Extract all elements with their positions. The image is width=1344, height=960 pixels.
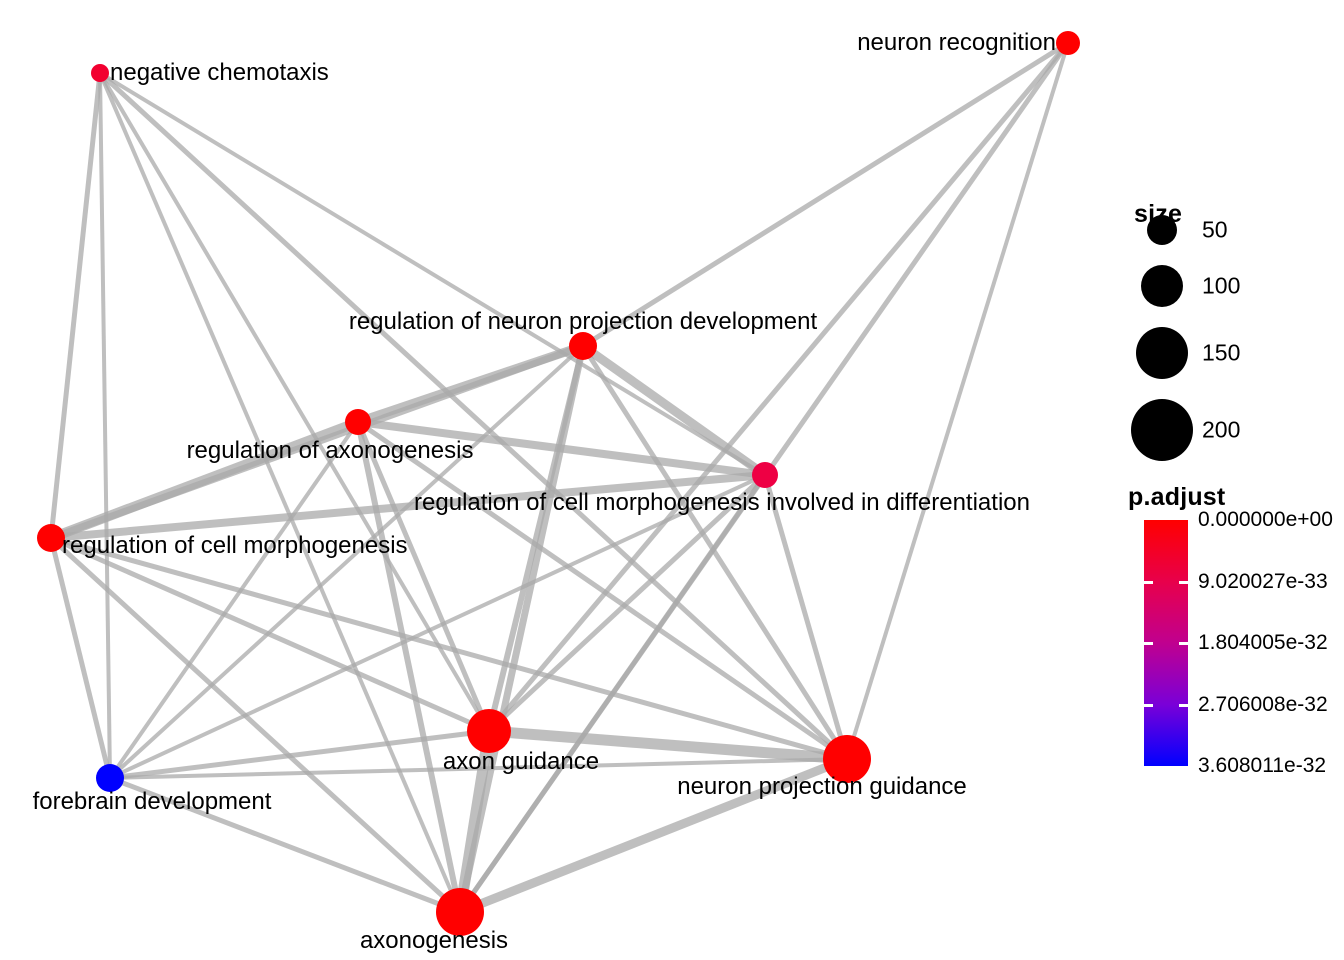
size-legend-label: 100: [1202, 272, 1241, 299]
node-layer: [37, 31, 1080, 936]
node-label-regulation-of-cell-morphogenesis-involved-in-differentiation: regulation of cell morphogenesis involve…: [414, 489, 1030, 516]
network-edge: [48, 72, 103, 539]
network-edge: [458, 754, 849, 917]
network-node-forebrain-development[interactable]: [96, 764, 124, 792]
colorbar-tick: [1144, 580, 1153, 584]
colorbar-tick-label: 9.020027e-33: [1198, 569, 1328, 593]
network-edge: [355, 421, 492, 732]
network-edge: [487, 41, 1070, 733]
network-edge: [356, 419, 849, 762]
network-edge: [580, 344, 850, 761]
node-label-neuron-projection-guidance: neuron projection guidance: [677, 773, 967, 800]
node-label-neuron-recognition: neuron recognition: [857, 29, 1056, 56]
network-edge: [109, 757, 848, 780]
size-legend-dot: [1136, 327, 1188, 379]
network-edge: [454, 730, 495, 913]
network-edge: [487, 473, 767, 733]
network-edge: [845, 42, 1070, 760]
size-legend-label: 150: [1202, 339, 1241, 366]
network-edge: [581, 40, 1070, 349]
network-edge: [98, 71, 491, 733]
network-node-regulation-of-cell-morphogenesis[interactable]: [37, 524, 65, 552]
network-edge: [355, 421, 463, 913]
network-edge: [580, 342, 768, 479]
colorbar-tick-label: 2.706008e-32: [1198, 692, 1328, 716]
network-edge: [488, 725, 848, 765]
network-node-axon-guidance[interactable]: [467, 709, 511, 753]
node-label-regulation-of-neuron-projection-development: regulation of neuron projection developm…: [348, 308, 818, 335]
colorbar-tick: [1179, 642, 1188, 645]
padjust-legend-title: p.adjust: [1128, 483, 1226, 511]
size-legend-dot: [1131, 399, 1193, 461]
size-legend-dot: [1141, 265, 1183, 307]
network-edge: [357, 418, 766, 479]
network-edge: [98, 71, 767, 477]
network-edge: [762, 474, 850, 760]
network-edge: [98, 72, 112, 779]
colorbar-tick-label: 3.608011e-32: [1198, 754, 1327, 777]
network-edge: [108, 420, 360, 780]
network-edge: [49, 536, 462, 914]
node-label-axon-guidance: axon guidance: [442, 748, 600, 775]
network-node-negative-chemotaxis[interactable]: [91, 64, 109, 82]
network-edge: [98, 72, 462, 913]
network-edge: [49, 535, 491, 734]
colorbar-tick: [1179, 703, 1188, 707]
network-edge: [98, 71, 849, 761]
edge-layer: [48, 40, 1071, 917]
node-label-axonogenesis: axonogenesis: [359, 927, 509, 954]
network-edge: [109, 473, 766, 780]
network-node-regulation-of-cell-morphogenesis-involved-in-differentiation[interactable]: [752, 462, 778, 488]
network-edge: [109, 728, 490, 781]
colorbar-tick: [1144, 642, 1153, 645]
node-label-forebrain-development: forebrain development: [32, 788, 272, 815]
network-edge: [108, 344, 585, 780]
network-node-regulation-of-axonogenesis[interactable]: [345, 409, 371, 435]
network-edge: [49, 417, 360, 543]
node-label-regulation-of-axonogenesis: regulation of axonogenesis: [186, 437, 474, 464]
colorbar-tick: [1144, 703, 1153, 707]
network-edge: [109, 775, 461, 915]
network-node-neuron-recognition[interactable]: [1056, 31, 1080, 55]
network-edge: [50, 471, 766, 542]
colorbar-tick-label: 1.804005e-32: [1198, 631, 1328, 654]
network-edge: [48, 537, 113, 779]
network-node-neuron-projection-guidance[interactable]: [823, 735, 871, 783]
size-legend-label: 50: [1202, 216, 1228, 243]
network-edge: [50, 535, 848, 762]
network-node-axonogenesis[interactable]: [436, 888, 484, 936]
size-legend-label: 200: [1202, 416, 1241, 443]
node-label-negative-chemotaxis: negative chemotaxis: [110, 59, 329, 86]
size-legend-dot: [1147, 215, 1177, 245]
node-label-regulation-of-cell-morphogenesis: regulation of cell morphogenesis: [62, 532, 408, 559]
network-node-regulation-of-neuron-projection-development[interactable]: [569, 332, 597, 360]
colorbar-tick-label: 0.000000e+00: [1198, 508, 1333, 531]
colorbar-tick: [1179, 580, 1188, 584]
